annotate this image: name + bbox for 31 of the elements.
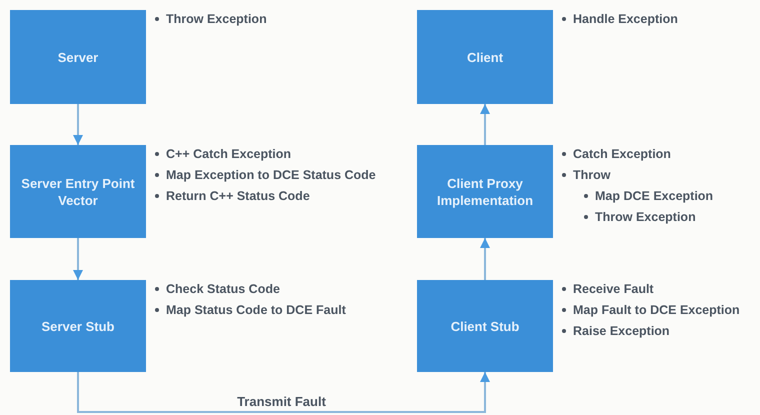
arrow — [77, 372, 490, 413]
process-box — [417, 10, 553, 104]
bullet-item: Map Status Code to DCE Fault — [154, 302, 394, 318]
bullet-item: Raise Exception — [561, 323, 760, 339]
arrow — [480, 238, 490, 280]
process-box — [10, 145, 146, 238]
bullet-item: Map Fault to DCE Exception — [561, 302, 760, 318]
arrow — [73, 238, 83, 280]
bullet-item: Throw Exception — [583, 209, 760, 225]
box-title: Client Proxy Implementation — [436, 174, 534, 208]
bullet-item: Catch Exception — [561, 146, 760, 162]
bullet-item: Throw — [561, 167, 760, 183]
bullet-item: Return C++ Status Code — [154, 188, 394, 204]
process-box — [417, 280, 553, 372]
bullet-item: Map Exception to DCE Status Code — [154, 167, 394, 183]
process-box — [417, 145, 553, 238]
box-title: Client — [466, 48, 504, 66]
arrow — [73, 104, 83, 145]
bullet-item: Check Status Code — [154, 281, 394, 297]
process-box — [10, 10, 146, 104]
arrow — [480, 104, 490, 145]
process-box — [10, 280, 146, 372]
bullet-item: Map DCE Exception — [583, 188, 760, 204]
box-title: Server Stub — [42, 318, 114, 334]
bullet-item: Throw Exception — [154, 11, 394, 27]
box-title: Server — [58, 48, 98, 66]
box-title: Server Entry Point Vector — [20, 174, 136, 208]
bullet-item: C++ Catch Exception — [154, 146, 394, 162]
bullet-item: Handle Exception — [561, 11, 760, 27]
box-title: Client Stub — [450, 318, 520, 334]
bullet-item: Receive Fault — [561, 281, 760, 297]
